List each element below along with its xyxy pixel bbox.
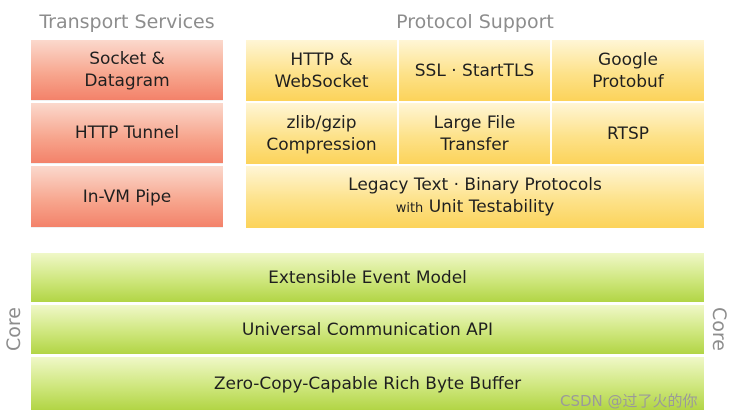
protocol-zlib-line2: Compression (266, 134, 377, 155)
protocol-legacy-binary: Legacy Text · Binary Protocols with Unit… (246, 166, 704, 228)
protocol-legacy-unit-testability: Unit Testability (428, 197, 555, 217)
transport-socket-line1: Socket & (89, 49, 165, 69)
protocol-large-file-transfer: Large File Transfer (399, 103, 552, 166)
core-layer-1-label: Extensible Event Model (268, 267, 467, 288)
protocol-largefile-line2: Transfer (440, 134, 509, 155)
transport-socket-datagram: Socket & Datagram (31, 40, 223, 101)
transport-http-tunnel-label: HTTP Tunnel (74, 123, 180, 143)
core-layer-3-label: Zero-Copy-Capable Rich Byte Buffer (213, 373, 522, 394)
protocol-legacy-with: with (395, 201, 424, 216)
protocol-http-line1: HTTP & (290, 49, 353, 70)
core-label-right: Core (708, 307, 730, 351)
protocol-ssl-starttls: SSL · StartTLS (399, 40, 552, 103)
protocol-ssl-label: SSL · StartTLS (414, 60, 535, 81)
protocol-rtsp-label: RTSP (606, 123, 649, 144)
protocol-rtsp: RTSP (552, 103, 704, 166)
protocol-protobuf-line2: Protobuf (592, 71, 664, 92)
core-label-left: Core (3, 307, 25, 351)
protocol-zlib-compression: zlib/gzip Compression (246, 103, 399, 166)
protocol-legacy-line2: with Unit Testability (396, 196, 555, 220)
protocol-largefile-line1: Large File (433, 112, 516, 133)
transport-in-vm-pipe: In-VM Pipe (31, 166, 223, 228)
transport-in-vm-pipe-label: In-VM Pipe (82, 186, 172, 207)
protocol-zlib-line1: zlib/gzip (286, 112, 357, 133)
transport-http-tunnel: HTTP Tunnel (31, 103, 223, 164)
protocol-http-websocket: HTTP & WebSocket (246, 40, 399, 103)
protocol-legacy-line1: Legacy Text · Binary Protocols (348, 175, 602, 195)
watermark-text: CSDN @过了火的你 (560, 392, 698, 410)
core-layer-2-label: Universal Communication API (241, 319, 494, 340)
protocol-google-protobuf: Google Protobuf (552, 40, 704, 103)
transport-socket-line2: Datagram (84, 71, 170, 91)
core-universal-communication-api: Universal Communication API (31, 305, 704, 356)
protocol-protobuf-line1: Google (598, 49, 658, 70)
core-extensible-event-model: Extensible Event Model (31, 253, 704, 304)
transport-services-heading: Transport Services (39, 11, 215, 33)
core-rich-byte-buffer: Zero-Copy-Capable Rich Byte Buffer (31, 357, 704, 410)
protocol-support-heading: Protocol Support (396, 11, 554, 33)
protocol-http-line2: WebSocket (274, 71, 369, 92)
